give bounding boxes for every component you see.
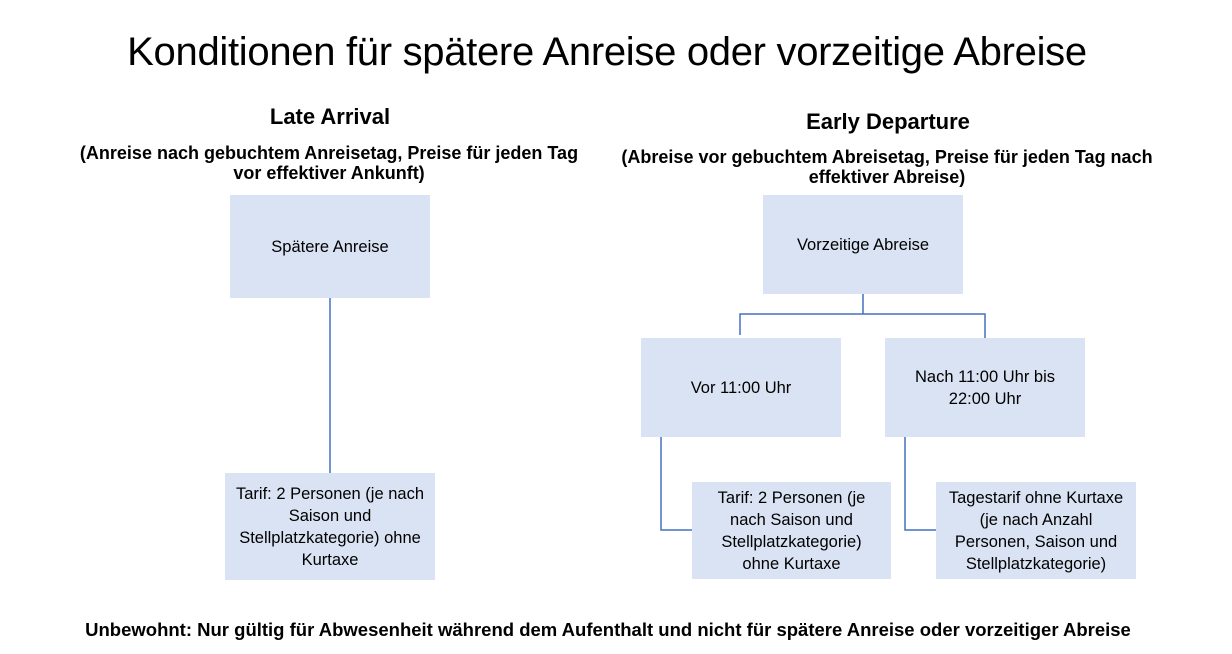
early-departure-heading: Early Departure xyxy=(806,109,970,134)
footer-note: Unbewohnt: Nur gültig für Abwesenheit wä… xyxy=(85,619,1131,640)
late-arrival-heading: Late Arrival xyxy=(269,104,391,129)
box-nach-11-uhr-label: Nach 11:00 Uhr bis 22:00 Uhr xyxy=(914,367,1056,408)
late-arrival-subtitle: (Anreise nach gebuchtem Anreisetag, Prei… xyxy=(79,143,579,183)
box-late-arrival-tarif-label: Tarif: 2 Personen (je nach Saison und St… xyxy=(235,484,425,569)
box-early-departure-tarif-before: Tarif: 2 Personen (je nach Saison und St… xyxy=(692,482,891,579)
connector-after-tarif xyxy=(904,437,936,531)
box-vor-11-uhr: Vor 11:00 Uhr xyxy=(641,338,841,437)
page-title: Konditionen für spätere Anreise oder vor… xyxy=(127,30,1087,74)
box-spaetere-anreise: Spätere Anreise xyxy=(230,195,430,298)
box-late-arrival-tarif: Tarif: 2 Personen (je nach Saison und St… xyxy=(225,473,435,580)
box-early-departure-tarif-after-label: Tagestarif ohne Kurtaxe (je nach Anzahl … xyxy=(948,488,1124,573)
box-vor-11-uhr-label: Vor 11:00 Uhr xyxy=(690,378,792,397)
connector-before-tarif xyxy=(660,437,692,531)
box-early-departure-tarif-before-label: Tarif: 2 Personen (je nach Saison und St… xyxy=(717,488,866,573)
early-departure-subtitle: (Abreise vor gebuchtem Abreisetag, Preis… xyxy=(621,147,1153,187)
box-vorzeitige-abreise-label: Vorzeitige Abreise xyxy=(796,235,930,254)
box-spaetere-anreise-label: Spätere Anreise xyxy=(271,237,389,256)
box-vorzeitige-abreise: Vorzeitige Abreise xyxy=(763,195,963,294)
connector-departure-split xyxy=(739,294,986,339)
box-early-departure-tarif-after: Tagestarif ohne Kurtaxe (je nach Anzahl … xyxy=(936,482,1136,579)
box-nach-11-uhr: Nach 11:00 Uhr bis 22:00 Uhr xyxy=(885,338,1085,437)
